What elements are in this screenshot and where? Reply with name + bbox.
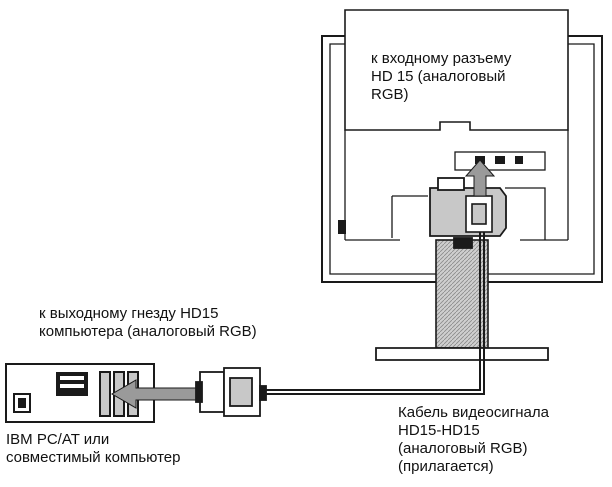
label-computer-output: к выходному гнезду HD15 компьютера (анал… bbox=[39, 305, 257, 341]
label-computer-line2: совместимый компьютер bbox=[6, 449, 181, 466]
label-cable-line4: (прилагается) bbox=[398, 458, 494, 475]
label-monitor-input-line1: к входному разъему bbox=[371, 50, 512, 67]
label-cable-line1: Кабель видеосигнала bbox=[398, 404, 549, 421]
arrow-to-monitor-port bbox=[464, 159, 496, 197]
monitor-side-connector bbox=[465, 195, 493, 233]
monitor-rear bbox=[321, 9, 603, 361]
label-cable-line3: (аналоговый RGB) bbox=[398, 440, 528, 457]
label-computer: IBM PC/AT или совместимый компьютер bbox=[6, 431, 181, 467]
label-computer-line1: IBM PC/AT или bbox=[6, 431, 110, 448]
monitor-stand-base bbox=[375, 347, 549, 361]
label-cable-line2: HD15-HD15 bbox=[398, 422, 480, 439]
video-cable bbox=[262, 232, 485, 395]
label-computer-output-line2: компьютера (аналоговый RGB) bbox=[39, 323, 257, 340]
label-computer-output-line1: к выходному гнезду HD15 bbox=[39, 305, 219, 322]
computer-side-connector bbox=[195, 367, 267, 417]
label-monitor-input: к входному разъему HD 15 (аналоговый RGB… bbox=[371, 50, 511, 104]
label-cable: Кабель видеосигнала HD15-HD15 (аналоговы… bbox=[398, 404, 549, 476]
label-monitor-input-line3: RGB) bbox=[371, 86, 409, 103]
arrow-to-computer-port bbox=[111, 379, 201, 409]
rear-cover bbox=[344, 9, 569, 131]
label-monitor-input-line2: HD 15 (аналоговый bbox=[371, 68, 506, 85]
